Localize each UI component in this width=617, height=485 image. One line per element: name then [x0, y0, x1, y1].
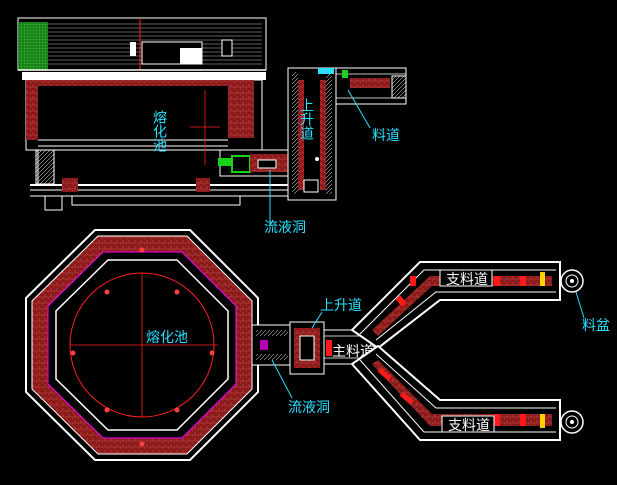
- top-riser: 上升道: [287, 67, 337, 201]
- bottom-melting-pool: 熔化池: [25, 229, 259, 461]
- top-feed-channel-label: 料道: [372, 128, 400, 144]
- bottom-throat-label: 流液洞: [288, 400, 330, 416]
- branch-upper-label: 支料道: [446, 272, 488, 288]
- bottom-branch-upper: 支料道: [350, 261, 561, 350]
- bottom-branch-lower: 支料道: [350, 344, 561, 441]
- bottom-throat-leader: [271, 359, 293, 399]
- top-melting-pool: 熔化池: [22, 72, 330, 211]
- top-feed-leader: [347, 89, 371, 129]
- top-melting-pool-label: 熔化池: [151, 110, 167, 152]
- plan-view: 熔化池 流液洞 上升道 主料道: [25, 229, 610, 461]
- top-riser-label: 上升道: [298, 98, 314, 141]
- bottom-melting-pool-label: 熔化池: [146, 330, 188, 346]
- bottom-riser-leader: [311, 311, 323, 329]
- section-view: 熔化池 流液洞 上升道: [17, 17, 407, 236]
- feed-bowl-label: 料盆: [582, 318, 610, 334]
- top-throat-region: 流液洞: [218, 149, 306, 236]
- bottom-riser: 上升道: [289, 298, 362, 375]
- top-feed-channel: 料道: [318, 67, 407, 144]
- furnace-roof: [17, 17, 267, 71]
- bottom-throat: 流液洞: [251, 324, 330, 416]
- bottom-riser-label: 上升道: [320, 298, 362, 314]
- top-throat-label: 流液洞: [264, 220, 306, 236]
- feed-bowl-leader: [575, 291, 585, 319]
- feed-bowl-upper: [560, 269, 584, 293]
- feed-bowl-lower: [560, 410, 584, 434]
- branch-lower-label: 支料道: [448, 418, 490, 434]
